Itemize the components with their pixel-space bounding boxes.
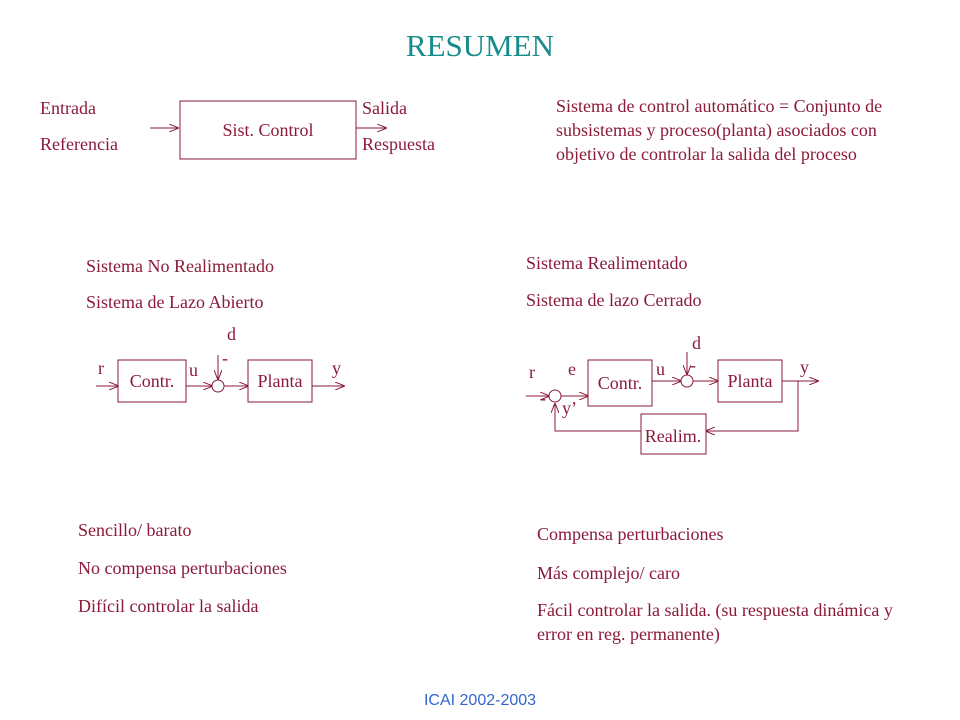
cl-signal-u: u xyxy=(656,359,665,379)
cl-controller-box xyxy=(587,359,653,407)
cl-disturbance-junction xyxy=(680,374,694,388)
output-label-respuesta: Respuesta xyxy=(362,134,435,154)
cl-minus-sign-feedback: - xyxy=(540,388,546,408)
ol-signal-r: r xyxy=(98,358,104,378)
open-loop-title: Sistema No Realimentado xyxy=(86,256,274,276)
closed-loop-property-2: Más complejo/ caro xyxy=(537,563,680,583)
closed-loop-title: Sistema Realimentado xyxy=(526,253,688,273)
open-loop-diagram: Contr. Planta r u y d - xyxy=(96,324,344,403)
cl-feedback-path-in xyxy=(706,381,799,431)
cl-signal-d: d xyxy=(692,333,701,353)
closed-loop-property-1: Compensa perturbaciones xyxy=(537,524,724,544)
cl-signal-y-prime: y’ xyxy=(562,398,577,418)
ol-summing-junction xyxy=(211,379,225,393)
input-label-entrada: Entrada xyxy=(40,98,96,118)
cl-plant-label: Planta xyxy=(728,371,773,391)
open-loop-property-2: No compensa perturbaciones xyxy=(78,558,287,578)
ol-signal-u: u xyxy=(189,360,198,380)
cl-signal-e: e xyxy=(568,359,576,379)
closed-loop-diagram: Contr. Planta Realim. r e u y d - - y’ xyxy=(526,333,818,455)
input-label-referencia: Referencia xyxy=(40,134,118,154)
cl-feedback-label: Realim. xyxy=(645,426,702,446)
cl-minus-sign-disturbance: - xyxy=(690,355,696,375)
ol-controller-label: Contr. xyxy=(130,371,175,391)
closed-loop-subtitle: Sistema de lazo Cerrado xyxy=(526,290,702,310)
ol-plant-label: Planta xyxy=(258,371,303,391)
open-loop-property-3: Difícil controlar la salida xyxy=(78,596,259,616)
cl-feedback-path-out xyxy=(555,404,641,432)
page-title: RESUMEN xyxy=(405,28,555,63)
closed-loop-property-3: Fácil controlar la salida. (su respuesta… xyxy=(537,600,893,644)
top-system-block: Sist. Control xyxy=(150,100,386,160)
ol-controller-box xyxy=(117,359,187,403)
definition-text: Sistema de control automático = Conjunto… xyxy=(556,96,883,164)
ol-signal-y: y xyxy=(332,358,341,378)
sist-control-label: Sist. Control xyxy=(222,120,313,140)
cl-plant-box xyxy=(717,359,783,403)
cl-controller-label: Contr. xyxy=(598,373,643,393)
ol-plant-box xyxy=(247,359,313,403)
ol-signal-d: d xyxy=(227,324,236,344)
cl-error-junction xyxy=(548,389,562,403)
cl-signal-r: r xyxy=(529,362,535,382)
output-label-salida: Salida xyxy=(362,98,407,118)
footer-text: ICAI 2002-2003 xyxy=(423,692,537,709)
open-loop-subtitle: Sistema de Lazo Abierto xyxy=(86,292,264,312)
cl-signal-y: y xyxy=(800,357,809,377)
sist-control-box xyxy=(179,100,357,160)
cl-feedback-box xyxy=(640,413,707,455)
ol-minus-sign: - xyxy=(222,348,228,368)
open-loop-property-1: Sencillo/ barato xyxy=(78,520,192,540)
